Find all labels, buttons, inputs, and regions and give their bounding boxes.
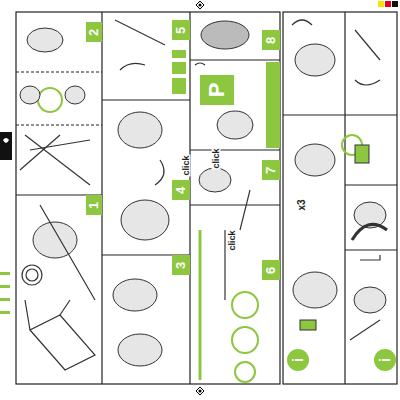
step-number: 8 bbox=[264, 36, 277, 43]
step-number: 3 bbox=[174, 261, 187, 268]
parking-symbol: P bbox=[206, 83, 228, 98]
step-tabs bbox=[38, 20, 396, 382]
step-number: 5 bbox=[174, 26, 187, 33]
info-symbol: i bbox=[291, 358, 305, 362]
info-symbol: i bbox=[378, 358, 392, 362]
panel-frames bbox=[16, 12, 397, 384]
step-number: 4 bbox=[174, 186, 187, 193]
click-note: click bbox=[182, 154, 191, 176]
repeat-count: x3 bbox=[297, 198, 307, 211]
step-number: 2 bbox=[87, 28, 100, 35]
vacuum-drawings bbox=[20, 21, 386, 366]
click-note: click bbox=[212, 147, 221, 169]
click-note: click bbox=[228, 229, 237, 251]
step-number: 6 bbox=[264, 266, 277, 273]
accessory-drawings bbox=[20, 20, 387, 380]
step-number: 7 bbox=[264, 166, 277, 173]
step-number: 1 bbox=[87, 201, 100, 208]
